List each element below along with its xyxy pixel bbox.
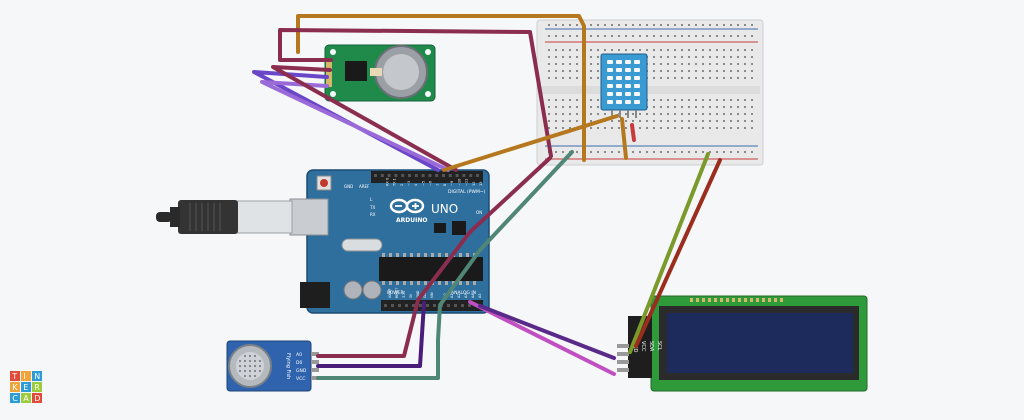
crystal — [341, 238, 383, 252]
wire-red-brown — [634, 158, 722, 348]
analog-power-header — [381, 300, 483, 311]
wire-red-short — [630, 123, 636, 142]
gas-sensor-pin-label: A0 — [296, 352, 302, 358]
digital-pin-label: ~6 — [429, 181, 433, 186]
logo-letter: I — [23, 372, 25, 381]
digital-pin-label: 4 — [414, 183, 418, 186]
breadboard[interactable] — [536, 19, 764, 166]
power-pin-label: GND — [416, 290, 420, 298]
digital-pin-label: 2 — [400, 184, 404, 186]
lcd-pin-label: SCL — [656, 341, 662, 351]
power-pin-label: RESET — [395, 288, 399, 298]
usb-port — [289, 198, 329, 236]
logo-letter: A — [23, 394, 29, 403]
label-rx: RX — [370, 212, 376, 217]
gas-sensor-pin-label: D0 — [296, 360, 302, 366]
label-tx: TX — [369, 205, 375, 210]
gas-sensor-pin-label: VCC — [296, 376, 305, 382]
logo-letter: N — [34, 372, 40, 381]
rtc-module[interactable] — [324, 44, 436, 102]
analog-header-label: ANALOG IN — [451, 290, 476, 296]
power-pin-label: VIN — [430, 292, 434, 298]
dht-grill — [607, 60, 640, 104]
analog-pin-label: A1 — [450, 293, 454, 298]
arduino-uno[interactable]: UNO ARDUINO DIGITAL (PWM~) ANALOG IN POW… — [289, 169, 490, 314]
wire-dark-purple — [316, 301, 426, 368]
gas-sensor-pin-label: GND — [296, 368, 307, 374]
breadboard-holes — [548, 24, 753, 153]
digital-pin-label: 7 — [436, 184, 440, 186]
wire-magenta — [468, 300, 616, 376]
gas-sensor-title: Flying Fish — [285, 353, 291, 379]
wire-maroon-long — [316, 156, 552, 358]
power-jack — [300, 282, 330, 308]
wire-dark-purple-2 — [478, 304, 616, 360]
analog-pin-label: A4 — [471, 293, 475, 298]
wire-orange-top — [296, 14, 586, 162]
digital-pin-label: ~3 — [407, 181, 411, 186]
board-name: ARDUINO — [396, 217, 427, 224]
label-gnd: GND — [344, 184, 353, 189]
digital-pin-label: TX 1 — [393, 178, 397, 187]
board-model: UNO — [431, 202, 458, 216]
logo-letter: E — [23, 383, 28, 392]
digital-pin-label: ~9 — [450, 181, 454, 186]
digital-header-label: DIGITAL (PWM~) — [448, 189, 486, 195]
usb-cable[interactable] — [156, 200, 293, 234]
digital-pin-label: 12 — [472, 182, 476, 186]
dht-sensor[interactable] — [600, 53, 648, 118]
wire-maroon-top — [278, 28, 553, 158]
digital-pin-label: 8 — [443, 184, 447, 186]
analog-pin-label: A3 — [464, 293, 468, 298]
wire-green — [628, 152, 710, 354]
digital-header — [371, 171, 483, 183]
logo-letter: C — [12, 394, 18, 403]
label-on: ON — [476, 210, 482, 215]
logo-letter: T — [11, 372, 17, 381]
logo-letter: D — [34, 394, 40, 403]
wire-teal-long — [316, 150, 574, 380]
power-pin-label: 5V — [409, 293, 413, 298]
digital-pin-label: ~11 — [465, 179, 469, 186]
logo-letter: R — [34, 383, 40, 392]
label-l: L — [370, 197, 373, 202]
label-aref: AREF — [359, 184, 370, 189]
digital-pin-label: ~5 — [421, 181, 425, 186]
logo-letter: K — [12, 383, 18, 392]
digital-pin-label: ~10 — [457, 179, 461, 186]
analog-pin-label: A2 — [457, 293, 461, 298]
digital-pin-label: 13 — [479, 182, 483, 186]
wire-orange-short — [620, 117, 628, 160]
arduino-logo-icon — [389, 198, 425, 214]
power-pin-label: 3.3V — [402, 290, 406, 298]
analog-pin-label: A5 — [478, 293, 482, 298]
wires — [252, 14, 722, 380]
lcd-screen — [667, 313, 853, 373]
wire-orange-dht — [442, 114, 619, 172]
power-pin-label: IOREF — [388, 288, 392, 298]
power-header-label: POWER — [387, 290, 404, 296]
wire-maroon-rtc — [271, 65, 458, 172]
digital-pin-label: RX 0 — [385, 178, 389, 186]
lcd-pin-label: SDA — [648, 341, 654, 352]
lcd-pin-label: VCC — [640, 341, 646, 352]
